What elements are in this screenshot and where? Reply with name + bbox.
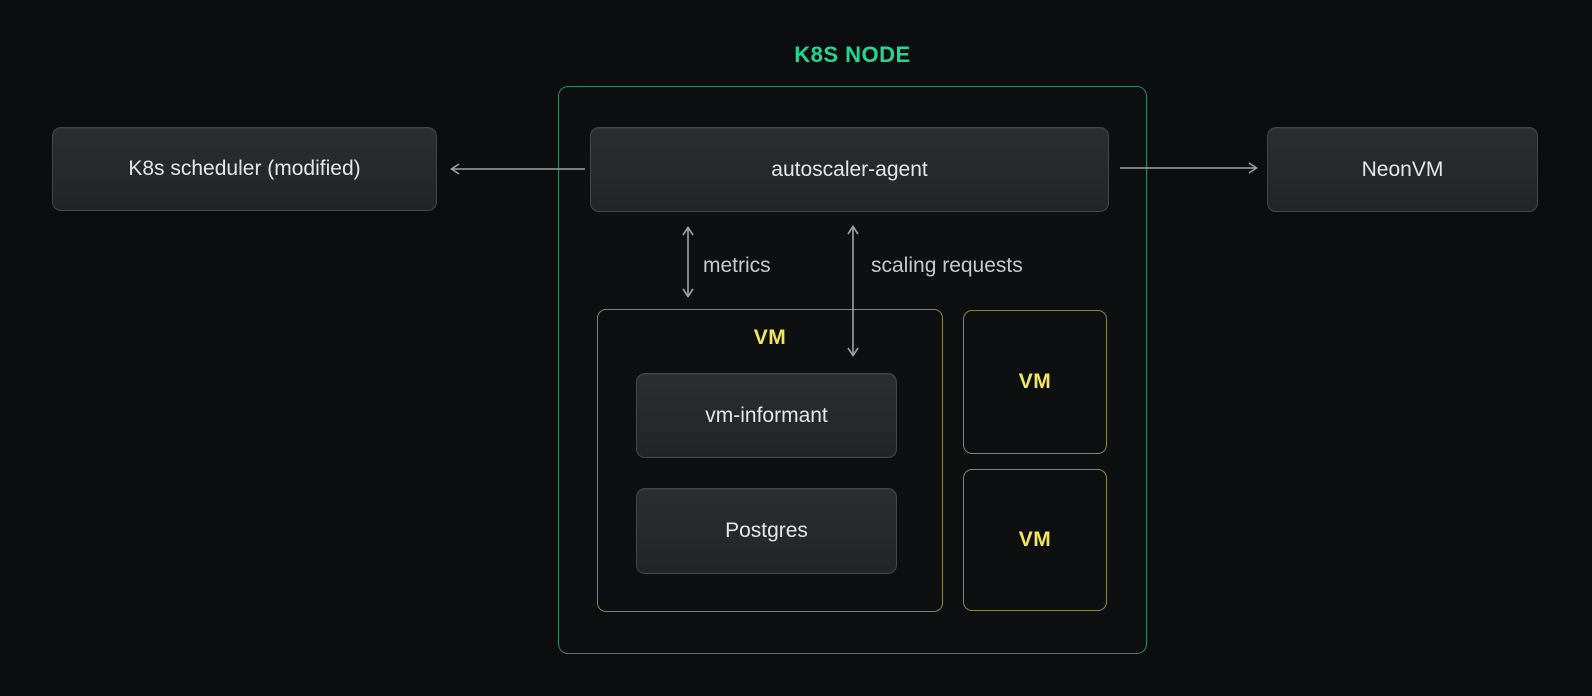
node-vm-informant: vm-informant: [636, 373, 897, 458]
edge-label-metrics: metrics: [703, 254, 771, 277]
vm-group-main: [597, 309, 943, 612]
k8s-node-title: K8S NODE: [794, 42, 911, 67]
node-postgres: Postgres: [636, 488, 897, 574]
vm-group-small-1: VM: [963, 310, 1107, 454]
vm-group-small-2: VM: [963, 469, 1107, 611]
vm-group-small-2-label: VM: [1018, 528, 1052, 551]
vm-group-main-label: VM: [753, 326, 787, 349]
node-neonvm: NeonVM: [1267, 127, 1538, 212]
node-k8s-scheduler: K8s scheduler (modified): [52, 127, 437, 211]
k8s-node-group: [558, 86, 1147, 654]
node-autoscaler-agent: autoscaler-agent: [590, 127, 1109, 212]
edge-label-scaling-requests: scaling requests: [871, 254, 1023, 277]
vm-group-small-1-label: VM: [1018, 370, 1052, 393]
